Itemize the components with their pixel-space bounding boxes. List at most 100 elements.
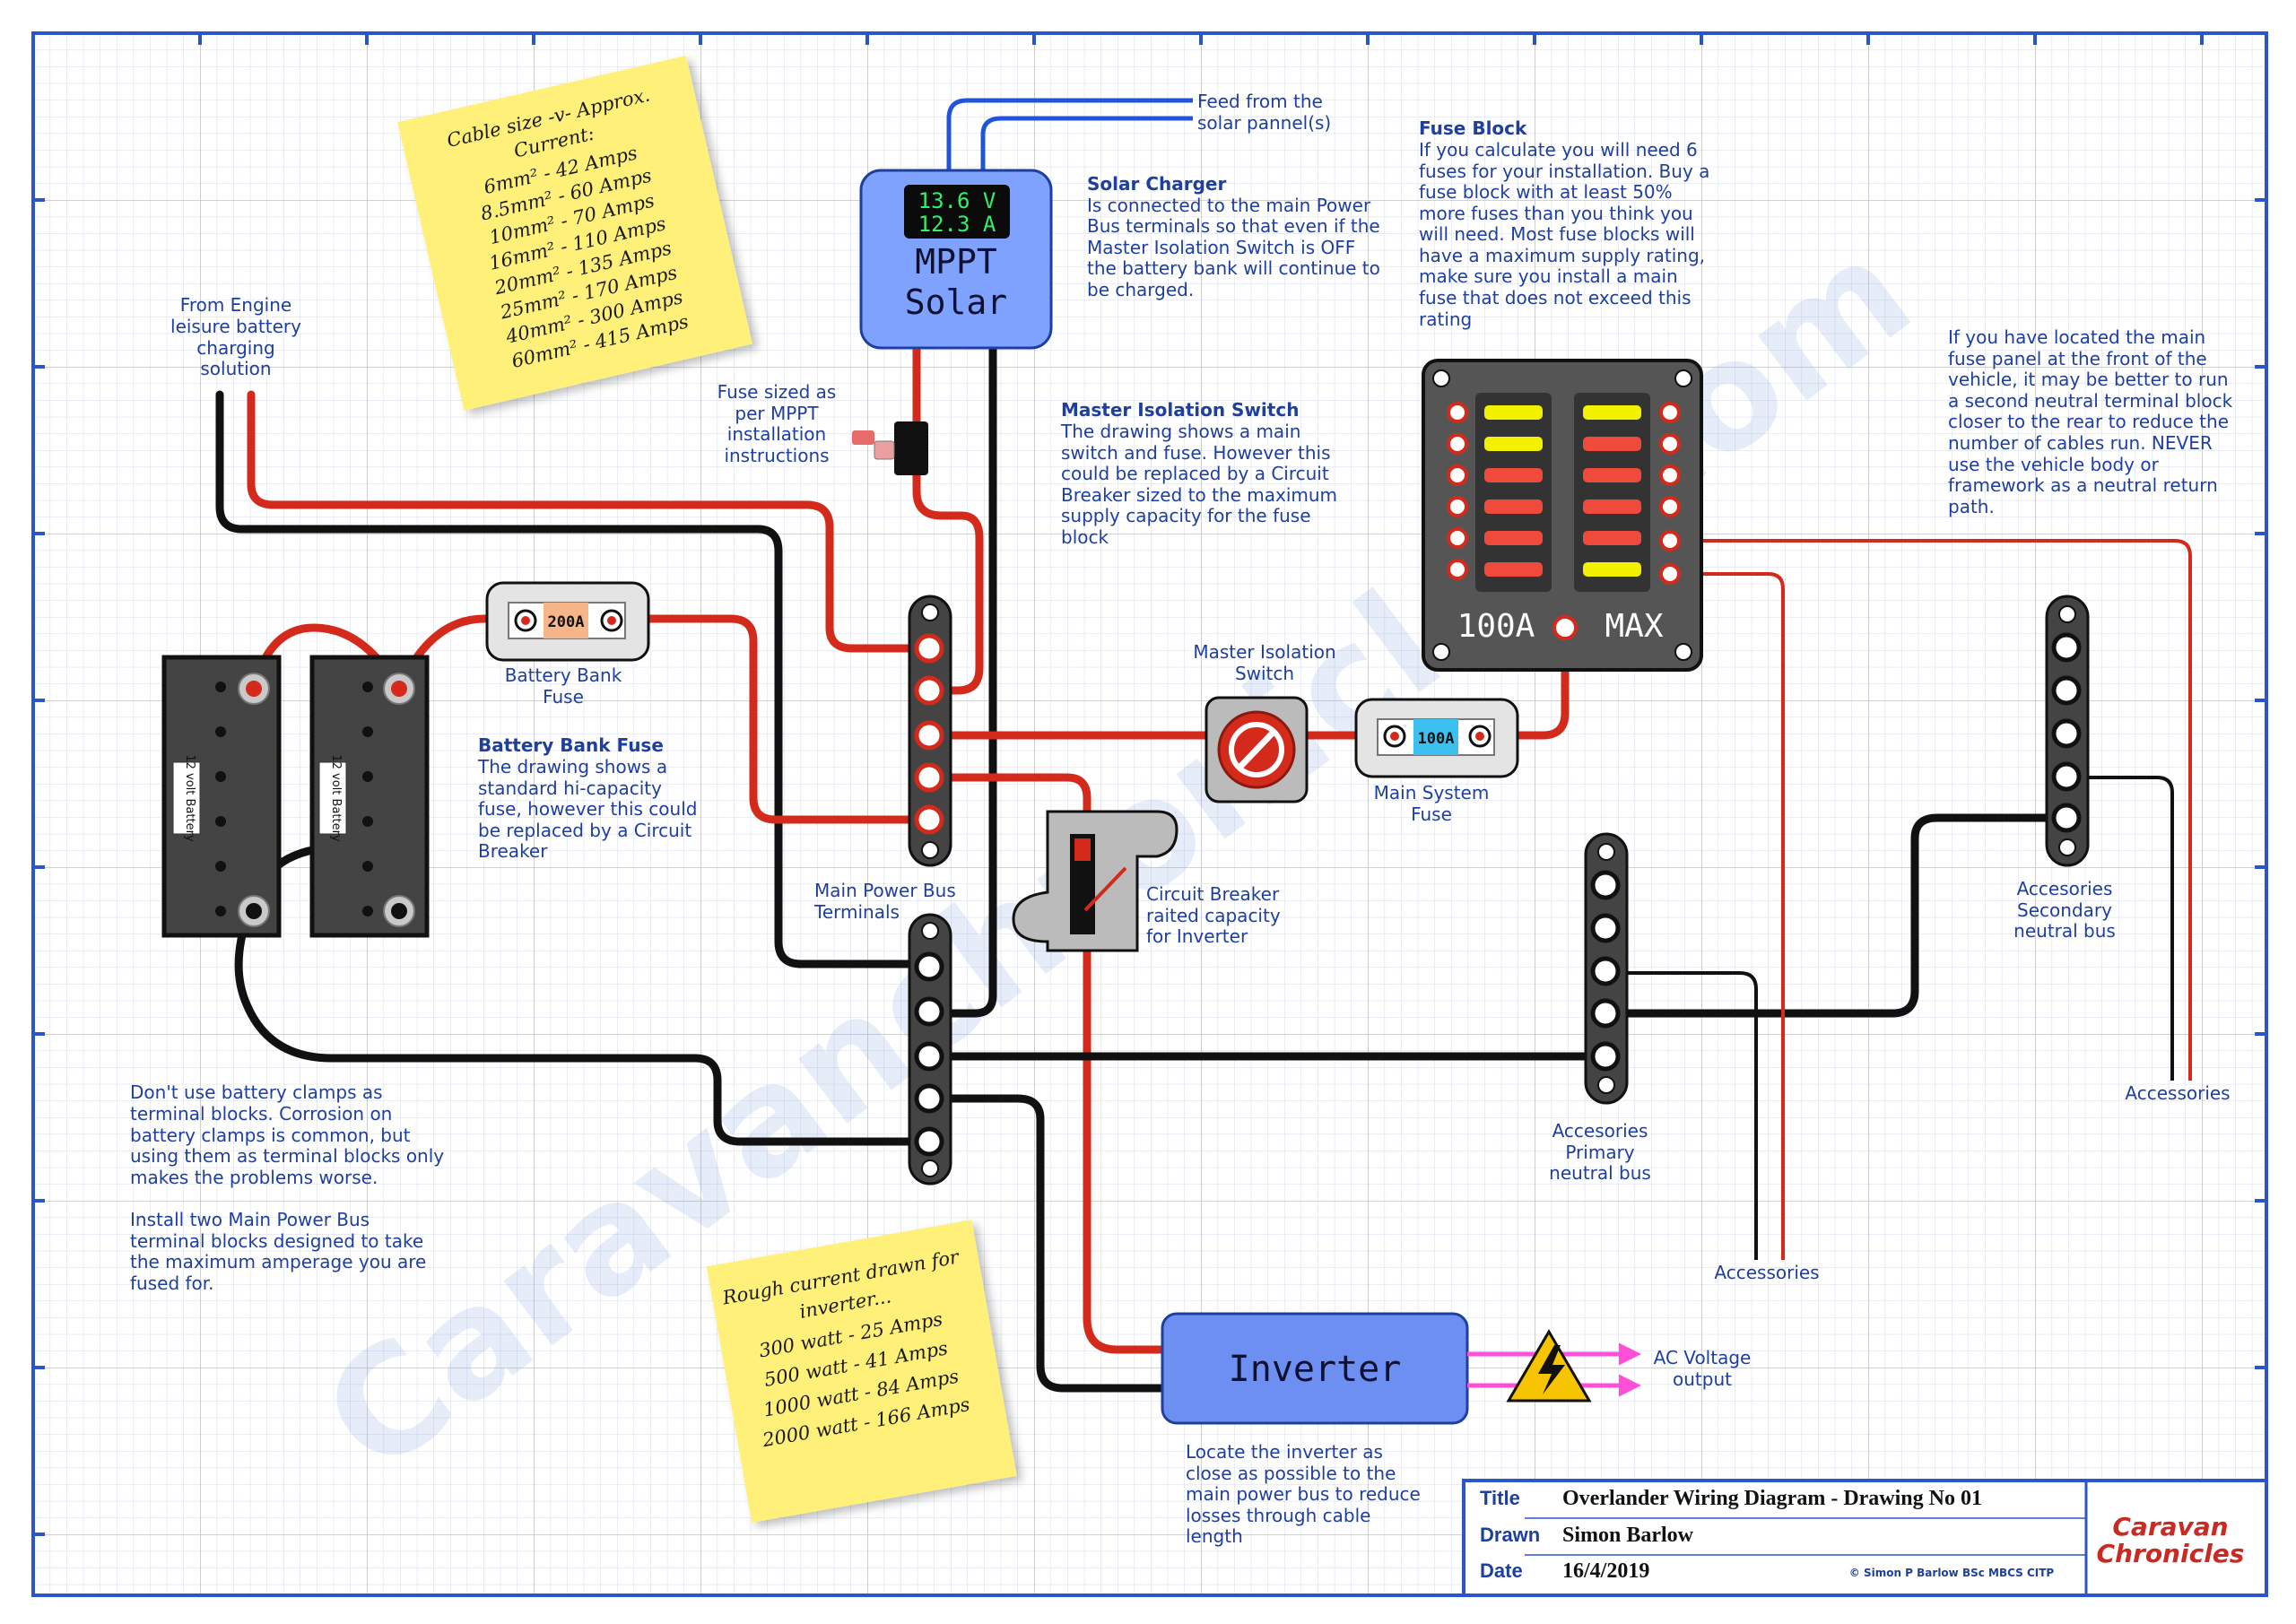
battery-fuse-rating: 200A bbox=[548, 613, 585, 631]
primary-bus-label: Accesories Primary neutral bus bbox=[1549, 1120, 1651, 1184]
solar-desc-4: the battery bank will continue to bbox=[1087, 257, 1380, 279]
master-switch-desc-6: block bbox=[1061, 526, 1109, 548]
clamp-note-8: terminal blocks designed to take bbox=[130, 1230, 423, 1252]
main-fuse-label: Main System Fuse bbox=[1374, 782, 1490, 825]
secondary-bus-label-2: Secondary bbox=[2017, 899, 2112, 921]
feed-label: Feed from the solar pannel(s) bbox=[1197, 91, 1331, 134]
caravan-chronicles-logo: Caravan Chronicles bbox=[2097, 1512, 2245, 1568]
battery-fuse-desc-5: Breaker bbox=[478, 840, 548, 862]
inverter-current-note: Rough current drawn for inverter... 300 … bbox=[706, 1220, 1017, 1523]
rear-note-2: fuse panel at the front of the bbox=[1948, 348, 2207, 369]
drawn-value: Simon Barlow bbox=[1562, 1524, 1694, 1547]
solar-name-line2: Solar bbox=[905, 282, 1007, 322]
date-value: 16/4/2019 bbox=[1562, 1559, 1649, 1583]
fuse-block-desc-9: rating bbox=[1419, 308, 1472, 330]
fuse-block-desc-8: fuse that does not exceed this bbox=[1419, 287, 1692, 308]
fuse-block-desc-4: more fuses than you think you bbox=[1419, 203, 1693, 224]
inverter-location-3: main power bus to reduce bbox=[1186, 1483, 1421, 1505]
inverter-location-note: Locate the inverter as close as possible… bbox=[1186, 1441, 1421, 1547]
fuse-block-note: Fuse Block If you calculate you will nee… bbox=[1419, 117, 1709, 330]
battery-fuse-label-1: Battery Bank bbox=[505, 664, 622, 686]
inverter-name: Inverter bbox=[1229, 1349, 1402, 1390]
master-switch-note: Master Isolation Switch The drawing show… bbox=[1060, 399, 1337, 548]
engine-label-3: charging bbox=[196, 337, 274, 359]
drawn-key: Drawn bbox=[1480, 1524, 1540, 1546]
cable-size-note: Cable size -v- Approx. Current: 6mm² - 4… bbox=[397, 55, 753, 411]
fuse-block-desc-3: fuse block with at least 50% bbox=[1419, 181, 1673, 203]
breaker-label-3: for Inverter bbox=[1146, 925, 1248, 947]
battery-fuse-heading: Battery Bank Fuse bbox=[478, 734, 664, 756]
mppt-fuse-label: Fuse sized as per MPPT installation inst… bbox=[718, 381, 837, 466]
rear-note-1: If you have located the main bbox=[1948, 326, 2205, 348]
fuse-block-heading: Fuse Block bbox=[1419, 117, 1527, 139]
rear-neutral-note: If you have located the main fuse panel … bbox=[1948, 326, 2233, 517]
fuse-block-desc-1: If you calculate you will need 6 bbox=[1419, 139, 1698, 161]
master-switch-label-1: Master Isolation bbox=[1193, 641, 1335, 663]
sheet-border bbox=[31, 31, 2268, 1597]
engine-label-4: solution bbox=[200, 358, 271, 379]
inverter-location-2: close as possible to the bbox=[1186, 1463, 1396, 1484]
bus-label: Main Power Bus Terminals bbox=[813, 880, 956, 923]
logo-line2: Chronicles bbox=[2097, 1539, 2245, 1568]
battery-fuse-label-2: Fuse bbox=[543, 686, 584, 708]
mppt-fuse-label-3: installation bbox=[727, 423, 826, 445]
rear-note-3: vehicle, it may be better to run bbox=[1948, 369, 2229, 390]
mppt-fuse bbox=[852, 421, 928, 475]
accessories-primary-neutral-bus bbox=[1584, 832, 1629, 1105]
inverter-location-4: losses through cable bbox=[1186, 1505, 1370, 1526]
rear-note-8: framework as a neutral return bbox=[1948, 474, 2218, 496]
mppt-fuse-label-4: instructions bbox=[724, 445, 829, 466]
ac-output-label-2: output bbox=[1673, 1368, 1732, 1390]
main-fuse-rating: 100A bbox=[1418, 730, 1455, 748]
solar-display-voltage: 13.6 V bbox=[918, 188, 996, 213]
inverter: Inverter bbox=[1161, 1312, 1641, 1425]
logo-line1: Caravan bbox=[2112, 1512, 2228, 1541]
clamp-note-9: the maximum amperage you are bbox=[130, 1251, 426, 1272]
mppt-solar-charger: 13.6 V 12.3 A MPPT Solar bbox=[859, 169, 1053, 350]
wires bbox=[215, 98, 2192, 1393]
rear-note-5: closer to the rear to reduce the bbox=[1948, 411, 2229, 432]
master-switch-heading: Master Isolation Switch bbox=[1061, 399, 1299, 421]
secondary-bus-label-3: neutral bus bbox=[2013, 920, 2116, 942]
solar-desc-1: Is connected to the main Power bbox=[1087, 195, 1371, 216]
solar-charger-note: Solar Charger Is connected to the main P… bbox=[1087, 173, 1380, 300]
border-ticks bbox=[33, 33, 2266, 1536]
breaker-label-1: Circuit Breaker bbox=[1146, 883, 1280, 905]
battery-left-label: 12 volt Battery bbox=[183, 754, 196, 842]
fuse-block-desc-5: will need. Most fuse blocks will bbox=[1419, 223, 1695, 245]
solar-display-current: 12.3 A bbox=[918, 212, 996, 237]
fuse-block: 100A MAX bbox=[1422, 359, 1703, 672]
master-isolation-switch bbox=[1205, 696, 1309, 803]
date-key: Date bbox=[1480, 1559, 1523, 1582]
feed-label-line1: Feed from the bbox=[1197, 91, 1323, 112]
inverter-location-1: Locate the inverter as bbox=[1186, 1441, 1383, 1463]
accessories-right-label: Accessories bbox=[2125, 1082, 2230, 1104]
battery-bank-fuse: 200A bbox=[485, 581, 650, 662]
copyright: © Simon P Barlow BSc MBCS CITP bbox=[1849, 1567, 2055, 1579]
accessories-mid-label: Accessories bbox=[1714, 1262, 1819, 1283]
battery-fuse-desc-2: standard hi-capacity bbox=[478, 777, 662, 799]
master-switch-label: Master Isolation Switch bbox=[1193, 641, 1335, 684]
clamp-note-2: terminal blocks. Corrosion on bbox=[130, 1103, 392, 1125]
master-switch-desc-4: Breaker sized to the maximum bbox=[1061, 484, 1337, 506]
engine-label: From Engine leisure battery charging sol… bbox=[170, 294, 301, 379]
battery-right: 12 volt Battery bbox=[309, 655, 430, 938]
primary-bus-label-1: Accesories bbox=[1552, 1120, 1648, 1142]
feed-label-line2: solar pannel(s) bbox=[1197, 112, 1331, 134]
primary-bus-label-3: neutral bus bbox=[1549, 1162, 1651, 1184]
master-switch-desc-1: The drawing shows a main bbox=[1060, 421, 1300, 442]
master-switch-desc-5: supply capacity for the fuse bbox=[1061, 505, 1311, 526]
clamp-note-7: Install two Main Power Bus bbox=[130, 1209, 370, 1230]
bus-label-2: Terminals bbox=[813, 901, 900, 923]
main-system-fuse: 100A bbox=[1354, 698, 1519, 778]
solar-desc-2: Bus terminals so that even if the bbox=[1087, 215, 1380, 237]
ac-output-label-1: AC Voltage bbox=[1654, 1347, 1752, 1368]
clamp-note-3: battery clamps is common, but bbox=[130, 1125, 411, 1146]
clamp-note-4: using them as terminal blocks only bbox=[130, 1145, 444, 1167]
rear-note-6: number of cables run. NEVER bbox=[1948, 432, 2213, 454]
circuit-breaker bbox=[1012, 810, 1178, 952]
solar-charger-heading: Solar Charger bbox=[1087, 173, 1226, 195]
ac-output-label: AC Voltage output bbox=[1654, 1347, 1752, 1390]
fuse-block-rating-right: MAX bbox=[1605, 608, 1663, 645]
accessories-secondary-neutral-bus bbox=[2045, 595, 2090, 867]
